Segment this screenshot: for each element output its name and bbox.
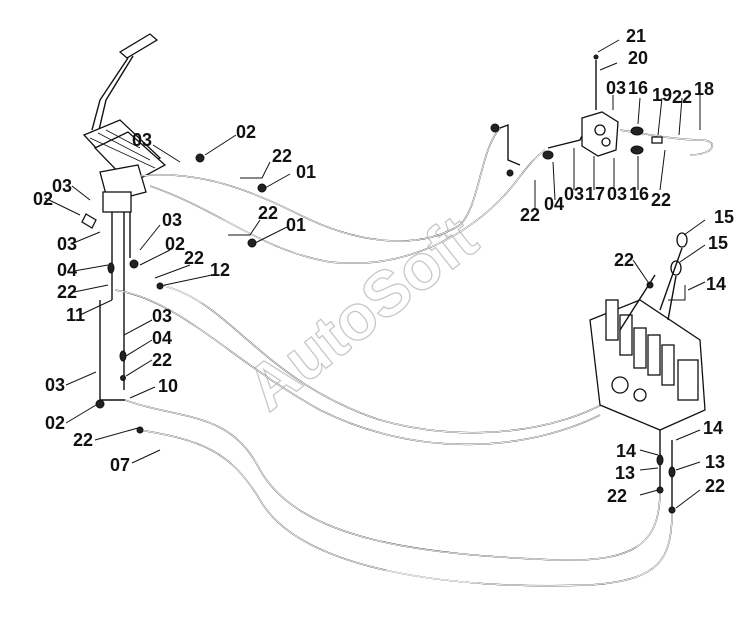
callout-22: 22 [607,486,627,506]
callout-03: 03 [152,306,172,326]
callout-10: 10 [158,376,178,396]
callout-12: 12 [210,260,230,280]
callout-03: 03 [132,130,152,150]
callout-04: 04 [544,194,564,214]
fittings [81,123,676,514]
callout-13: 13 [615,463,635,483]
callout-14: 14 [616,441,636,461]
nut-21 [593,54,599,60]
pedal-tread [89,137,156,169]
callout-15: 15 [714,207,734,227]
callout-22: 22 [672,87,692,107]
callout-03: 03 [52,176,72,196]
pilot-valve-block [581,54,663,157]
fitting-02 [129,259,139,269]
main-control-valve [589,232,706,431]
callout-22: 22 [73,430,93,450]
fitting-04 [107,262,115,274]
pedal-tread [105,129,141,149]
leader-lines [44,39,706,509]
callout-14: 14 [706,274,726,294]
callout-22: 22 [258,203,278,223]
callout-04: 04 [57,260,77,280]
callout-16: 16 [628,78,648,98]
callout-03: 03 [564,184,584,204]
callout-22: 22 [520,205,540,225]
callout-11: 11 [66,305,85,325]
callout-14: 14 [703,418,723,438]
fitting-04 [542,150,554,160]
callout-16: 16 [629,184,649,204]
pedal-assembly [82,33,167,390]
fitting-13 [656,454,664,466]
lever-arm-back [98,55,134,131]
callout-22: 22 [184,248,204,268]
hose-07 [139,429,673,587]
fitting-16-lower [630,145,644,155]
callout-13: 13 [705,452,725,472]
hoses [99,123,713,587]
callout-02: 02 [45,413,65,433]
callout-17: 17 [585,184,605,204]
callout-03: 03 [45,375,65,395]
handle-grip [118,33,159,59]
callout-15: 15 [708,233,728,253]
connector-line [499,123,521,166]
fitting-02 [81,213,97,229]
fitting-13 [668,466,676,478]
fitting-02 [195,153,205,163]
callout-18: 18 [694,79,714,99]
callout-19: 19 [652,85,672,105]
hose-01-lower [149,149,546,264]
callout-22: 22 [651,190,671,210]
callout-01: 01 [286,215,306,235]
pedal-tread [97,132,151,161]
callout-02: 02 [165,234,185,254]
callout-03: 03 [162,210,182,230]
pilot-line [547,129,586,149]
fitting-15-upper [676,232,688,248]
callout-04: 04 [152,328,172,348]
fitting-16-upper [630,126,644,136]
pipe-02 [99,370,125,401]
fitting-04 [119,350,127,362]
callout-01: 01 [296,162,316,182]
callout-03: 03 [607,184,627,204]
callout-03: 03 [606,78,626,98]
callout-02: 02 [33,189,53,209]
fitting-19 [651,136,663,144]
lever-arm [91,57,129,131]
callout-21: 21 [626,26,646,46]
callout-labels: 21 20 03 16 19 22 18 03 02 22 01 22 01 0… [33,26,734,506]
callout-02: 02 [236,122,256,142]
callout-07: 07 [110,455,130,475]
callout-22: 22 [152,350,172,370]
callout-22: 22 [614,250,634,270]
callout-22: 22 [705,476,725,496]
callout-22: 22 [57,282,77,302]
fitting-02 [95,399,105,409]
pedal-valve-body [102,191,132,213]
callout-03: 03 [57,234,77,254]
callout-22: 22 [272,146,292,166]
callout-20: 20 [628,48,648,68]
